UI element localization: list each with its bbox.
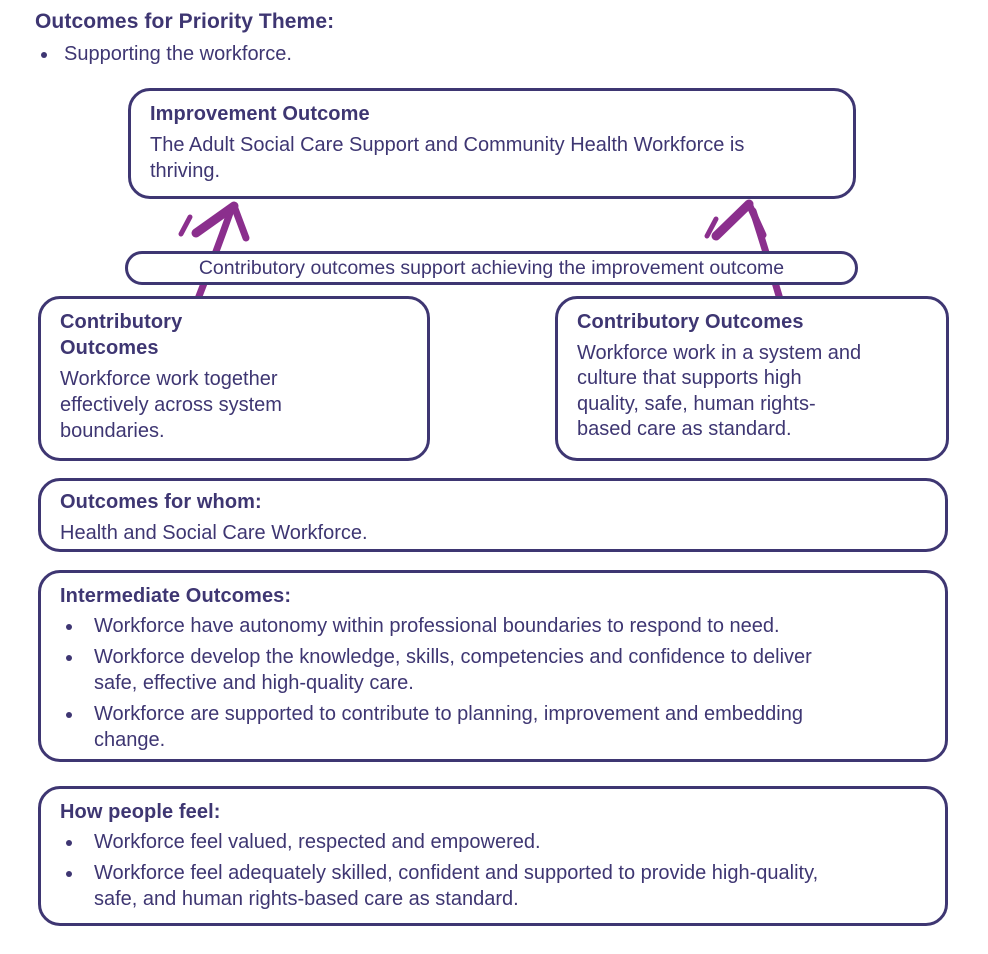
list-item: Workforce are supported to contribute to… — [64, 702, 926, 753]
how-people-feel-heading: How people feel: — [60, 801, 221, 823]
outcomes-for-whom-heading: Outcomes for whom: — [60, 491, 262, 513]
contributory-left-body: Workforce work together effectively acro… — [60, 368, 282, 442]
connector-label: Contributory outcomes support achieving … — [198, 256, 785, 279]
list-item: Workforce develop the knowledge, skills,… — [64, 645, 926, 696]
bullet-dot — [66, 839, 72, 846]
priority-theme-label: Supporting the workforce. — [64, 43, 292, 65]
bullet-dot — [66, 712, 72, 719]
improvement-outcome-box: Improvement Outcome The Adult Social Car… — [128, 88, 856, 199]
how-people-feel-box: How people feel: Workforce feel valued, … — [38, 786, 948, 926]
how-people-feel-list: Workforce feel valued, respected and emp… — [60, 830, 926, 913]
bullet-dot — [66, 655, 72, 662]
intermediate-bullet-2: Workforce develop the knowledge, skills,… — [94, 646, 812, 694]
feel-bullet-1: Workforce feel valued, respected and emp… — [94, 830, 541, 853]
contributory-right-heading: Contributory Outcomes — [577, 311, 804, 333]
list-item: Workforce have autonomy within professio… — [64, 614, 926, 640]
outcomes-for-whom-box: Outcomes for whom: Health and Social Car… — [38, 478, 948, 552]
contributory-outcomes-right-box: Contributory Outcomes Workforce work in … — [555, 296, 949, 461]
improvement-outcome-heading: Improvement Outcome — [150, 103, 370, 125]
feel-bullet-2: Workforce feel adequately skilled, confi… — [94, 862, 819, 910]
bullet-dot — [41, 52, 47, 58]
improvement-outcome-body: The Adult Social Care Support and Commun… — [150, 133, 745, 182]
contributory-outcomes-left-box: Contributory Outcomes Workforce work tog… — [38, 296, 430, 461]
bullet-dot — [66, 623, 72, 630]
bullet-dot — [66, 871, 72, 878]
intermediate-outcomes-heading: Intermediate Outcomes: — [60, 585, 292, 607]
outcomes-for-whom-body: Health and Social Care Workforce. — [60, 521, 368, 544]
list-item: Workforce feel valued, respected and emp… — [64, 830, 926, 856]
intermediate-bullet-3: Workforce are supported to contribute to… — [94, 703, 803, 751]
connector-pill: Contributory outcomes support achieving … — [125, 251, 858, 285]
intermediate-bullet-1: Workforce have autonomy within professio… — [94, 614, 780, 637]
intermediate-outcomes-list: Workforce have autonomy within professio… — [60, 614, 926, 754]
page-title: Outcomes for Priority Theme: — [35, 10, 335, 33]
priority-theme-item: Supporting the workforce. — [41, 43, 334, 66]
intermediate-outcomes-box: Intermediate Outcomes: Workforce have au… — [38, 570, 948, 762]
list-item: Workforce feel adequately skilled, confi… — [64, 861, 926, 912]
page-header: Outcomes for Priority Theme: Supporting … — [35, 10, 334, 66]
contributory-left-heading: Contributory Outcomes — [60, 311, 183, 359]
contributory-right-body: Workforce work in a system and culture t… — [577, 341, 862, 441]
